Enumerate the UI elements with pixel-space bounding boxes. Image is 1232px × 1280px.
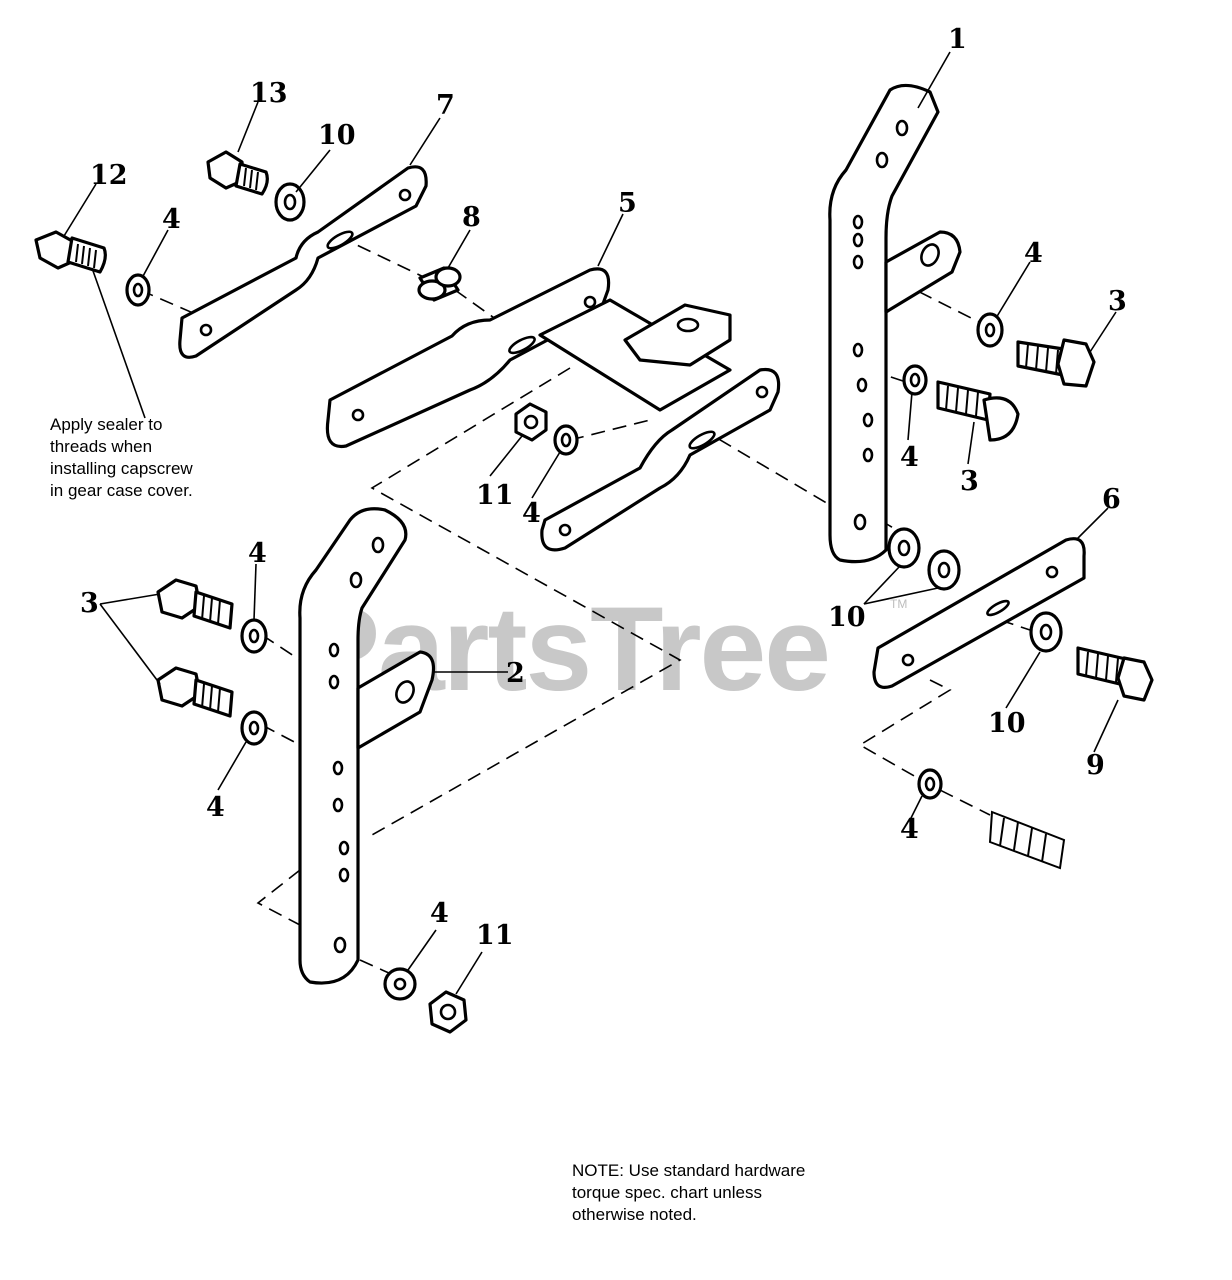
callout-10: 10: [988, 708, 1026, 739]
bolt-3-left-a: [156, 578, 234, 630]
callout-3: 3: [1108, 286, 1127, 317]
part-8-spacer: [417, 266, 462, 302]
part-6-flat-bar: [872, 537, 1086, 689]
nut-11-lower: [428, 990, 468, 1034]
bolt-3-right-mid: [936, 380, 1020, 442]
part-5-main-bracket: [325, 267, 781, 552]
sealer-note-line: threads when: [50, 437, 152, 456]
callout-12: 12: [90, 160, 128, 191]
callout-9: 9: [1086, 750, 1105, 781]
sealer-note-line: in gear case cover.: [50, 481, 193, 500]
callout-13: 13: [250, 78, 288, 109]
sealer-note-line: installing capscrew: [50, 459, 193, 478]
bolt-12: [34, 230, 107, 274]
part-1-right-bracket: [828, 83, 962, 564]
bolt-3-left-b: [156, 666, 234, 718]
callout-2: 2: [506, 658, 525, 689]
washers: [125, 182, 1063, 1001]
callout-5: 5: [618, 188, 637, 219]
callout-10: 10: [318, 120, 356, 151]
nut-11-upper: [514, 402, 548, 442]
callout-4: 4: [248, 538, 267, 569]
callout-6: 6: [1102, 484, 1121, 515]
part-7-bracket: [178, 165, 428, 359]
callout-4: 4: [162, 204, 181, 235]
callout-4: 4: [1024, 238, 1043, 269]
callout-7: 7: [436, 90, 455, 121]
bolt-3-right-top: [1016, 338, 1096, 388]
callout-4: 4: [430, 898, 449, 929]
callout-11: 11: [476, 480, 514, 511]
part-2-left-bracket: [298, 507, 436, 985]
sealer-note: Apply sealer to threads when installing …: [50, 415, 193, 500]
callout-4: 4: [900, 814, 919, 845]
callout-10: 10: [828, 602, 866, 633]
callout-4: 4: [522, 498, 541, 529]
hardware-note-line: NOTE: Use standard hardware: [572, 1161, 805, 1180]
hardware-note-line: otherwise noted.: [572, 1205, 697, 1224]
bolt-13: [206, 150, 269, 196]
bolt-ghost: [988, 810, 1066, 870]
callout-4: 4: [206, 792, 225, 823]
hardware-note: NOTE: Use standard hardware torque spec.…: [572, 1161, 805, 1224]
callout-leaders: [63, 51, 1119, 995]
callout-3: 3: [960, 466, 979, 497]
watermark-trademark: TM: [890, 597, 907, 611]
callout-8: 8: [462, 202, 481, 233]
bolt-9: [1076, 646, 1154, 702]
sealer-note-line: Apply sealer to: [50, 415, 162, 434]
callout-numbers: 1 2 3 3 3 4 4 4 4 4 4 4 4 5 6 7 8 9 10 1…: [80, 24, 1127, 951]
callout-3: 3: [80, 588, 99, 619]
callout-1: 1: [948, 24, 967, 55]
callout-11: 11: [476, 920, 514, 951]
callout-4: 4: [900, 442, 919, 473]
hardware-note-line: torque spec. chart unless: [572, 1183, 762, 1202]
